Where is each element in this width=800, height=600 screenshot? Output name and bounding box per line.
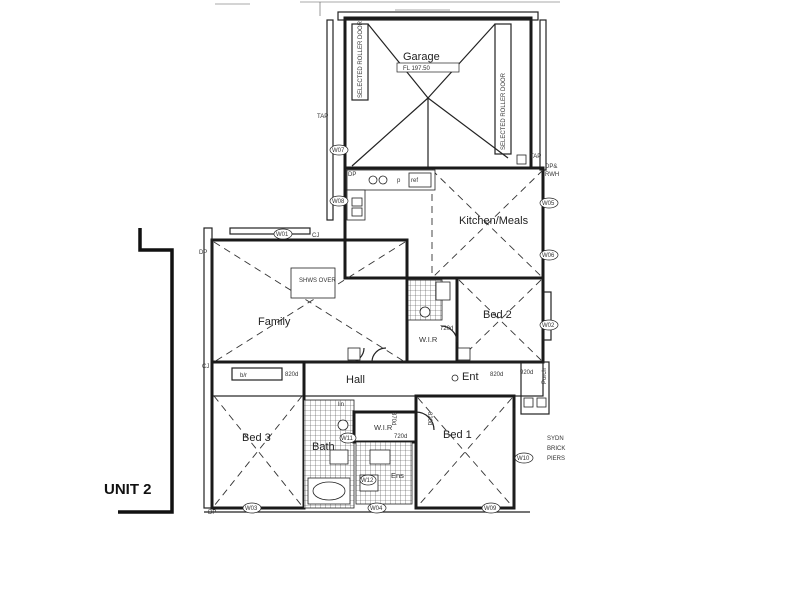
blr-note: b/r <box>240 373 247 379</box>
bed1-label: Bed 1 <box>443 429 472 441</box>
d820-note-2: 820d <box>490 372 503 378</box>
wir-lower <box>352 410 435 505</box>
lin-note: lin <box>338 402 344 408</box>
garage-fl: FL 197.50 <box>403 66 430 72</box>
rwh-note: RWH <box>545 172 559 178</box>
bed2-label: Bed 2 <box>483 309 512 321</box>
adjacent-unit-boundary <box>118 228 174 514</box>
bath <box>303 399 355 509</box>
brick-note-1: SYDN <box>547 436 564 442</box>
window-tag: W02 <box>542 323 555 329</box>
ent-label: Ent <box>462 371 479 383</box>
brick-note-3: PIERS <box>547 456 565 462</box>
ens-label: Ens <box>391 471 404 480</box>
d820-note-1: 820d <box>285 372 298 378</box>
wir-lower-label: W.I.R <box>374 423 393 432</box>
tap-note-1: TAP <box>317 114 328 120</box>
roller-door-right-note: SELECTED ROLLER DOOR <box>501 72 507 150</box>
wir-upper-label: W.I.R <box>419 335 438 344</box>
bed3-label: Bed 3 <box>242 432 271 444</box>
window-tag: W10 <box>517 456 530 462</box>
window-tag: W04 <box>370 506 383 512</box>
window-tag: W09 <box>484 506 497 512</box>
d920-note: 920d <box>520 370 533 376</box>
top-dimension-marks <box>215 1 560 16</box>
d870-note: 870d <box>390 412 396 425</box>
cj-note-2: CJ <box>202 364 209 370</box>
window-tag: W12 <box>361 478 374 484</box>
ref-note: ref <box>411 178 418 184</box>
d720-note-1: 720d <box>440 326 453 332</box>
window-tag: W08 <box>332 199 345 205</box>
ent-marker <box>451 374 459 382</box>
shws-over-note: SHWS OVER <box>299 278 336 284</box>
window-tag: W07 <box>332 148 345 154</box>
porch-label: Porch <box>542 368 548 384</box>
tap-note-2: TAP <box>530 154 541 160</box>
garage-fl-box <box>396 62 460 73</box>
bath-label: Bath <box>312 441 335 453</box>
garage-label: Garage <box>403 51 440 63</box>
kitchen-label: Kitchen/Meals <box>459 215 529 227</box>
window-tag: W11 <box>341 436 354 442</box>
window-tag: W03 <box>245 506 258 512</box>
cj-note-1: CJ <box>312 233 319 239</box>
family-label: Family <box>258 316 291 328</box>
window-tag: W01 <box>276 232 289 238</box>
dp-note-1: DP <box>348 172 356 178</box>
pantry-note: p <box>397 178 401 184</box>
unit-label: UNIT 2 <box>104 481 152 498</box>
brick-note-2: BRICK <box>547 446 565 452</box>
porch <box>513 361 550 508</box>
wir-upper <box>405 276 459 364</box>
dp-rwh-note: DP& <box>545 164 557 170</box>
window-tag: W06 <box>542 253 555 259</box>
d820-note-3: 820d <box>426 412 432 425</box>
hall-label: Hall <box>346 374 365 386</box>
roller-door-left-note: SELECTED ROLLER DOOR <box>358 20 364 98</box>
window-tags: W08 W07 W01 W05 W06 W02 W03 W04 W09 W10 … <box>242 144 559 514</box>
dp-note-3: DP <box>208 510 216 516</box>
dp-note-2: DP <box>199 250 207 256</box>
window-tag: W05 <box>542 201 555 207</box>
d720-note-2: 720d <box>394 434 407 440</box>
